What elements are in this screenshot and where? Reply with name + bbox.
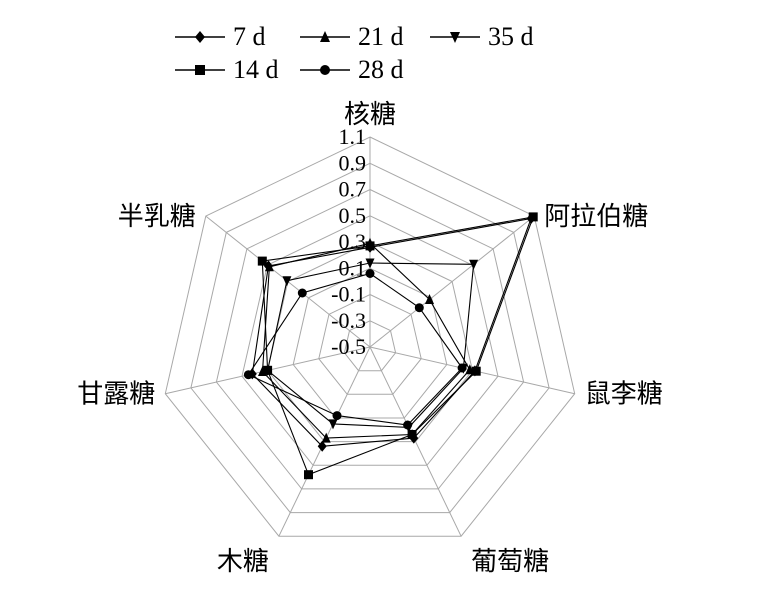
grid-ring xyxy=(318,293,422,395)
legend-label: 7 d xyxy=(233,22,266,51)
series-21d xyxy=(258,237,475,443)
series-line xyxy=(261,216,535,476)
series-line xyxy=(251,217,532,447)
category-label: 鼠李糖 xyxy=(585,380,663,409)
data-point xyxy=(469,259,479,270)
data-point xyxy=(465,364,475,375)
data-point xyxy=(304,470,313,480)
grid-ring xyxy=(215,188,525,490)
legend-label: 35 d xyxy=(488,22,534,51)
grid xyxy=(164,136,576,537)
axis-spoke xyxy=(369,346,462,537)
data-point xyxy=(425,294,434,304)
category-label: 甘露糖 xyxy=(77,380,155,409)
grid-ring xyxy=(343,320,397,372)
data-point xyxy=(450,32,460,43)
legend-item: 35 d xyxy=(430,22,534,51)
data-point xyxy=(404,422,414,433)
series-35d xyxy=(263,258,479,433)
data-point xyxy=(414,303,424,313)
category-label: 阿拉伯糖 xyxy=(544,202,648,231)
data-point xyxy=(317,440,327,452)
tick-label: -0.3 xyxy=(331,308,366,333)
tick-label: -0.1 xyxy=(331,282,366,307)
data-point xyxy=(320,65,330,75)
tick-labels: -0.5-0.3-0.10.10.30.50.70.91.1 xyxy=(331,124,366,359)
tick-label: 0.9 xyxy=(339,150,367,175)
legend: 7 d 21 d 35 d 14 d 28 d xyxy=(175,22,534,84)
series-line xyxy=(266,262,475,428)
data-point xyxy=(264,261,274,272)
data-point xyxy=(332,411,342,421)
data-point xyxy=(320,31,330,42)
grid-ring xyxy=(292,267,448,419)
data-point xyxy=(407,429,417,439)
data-point xyxy=(195,65,205,75)
series-line xyxy=(261,242,471,439)
legend-item: 14 d xyxy=(175,55,279,84)
data-point xyxy=(528,212,538,222)
data-point xyxy=(195,31,205,43)
data-point xyxy=(321,432,331,443)
category-label: 葡萄糖 xyxy=(471,547,549,576)
legend-item: 28 d xyxy=(300,55,404,84)
data-point xyxy=(328,419,338,430)
grid-ring xyxy=(190,162,550,514)
grid-ring xyxy=(164,136,576,537)
data-point xyxy=(263,365,273,376)
series-line xyxy=(247,272,463,426)
legend-item: 21 d xyxy=(300,22,404,51)
tick-label: 0.7 xyxy=(339,177,367,202)
category-label: 核糖 xyxy=(344,100,396,129)
data-point xyxy=(282,276,292,287)
data-point xyxy=(471,366,481,376)
category-label: 半乳糖 xyxy=(118,202,196,231)
tick-label: 0.1 xyxy=(339,255,367,280)
legend-label: 14 d xyxy=(233,55,279,84)
data-point xyxy=(297,288,307,298)
category-label: 木糖 xyxy=(217,547,269,576)
data-point xyxy=(257,256,267,266)
data-point xyxy=(458,363,468,374)
data-point xyxy=(258,366,267,376)
tick-label: 1.1 xyxy=(339,124,367,149)
legend-item: 7 d xyxy=(175,22,266,51)
tick-label: -0.5 xyxy=(331,334,366,359)
axis-spoke xyxy=(369,215,535,348)
legend-label: 21 d xyxy=(358,22,404,51)
data-point xyxy=(365,269,375,278)
data-point xyxy=(365,237,375,248)
data-point xyxy=(365,258,375,269)
legend-label: 28 d xyxy=(358,55,404,84)
data-point xyxy=(243,370,253,380)
tick-label: 0.5 xyxy=(339,203,367,228)
